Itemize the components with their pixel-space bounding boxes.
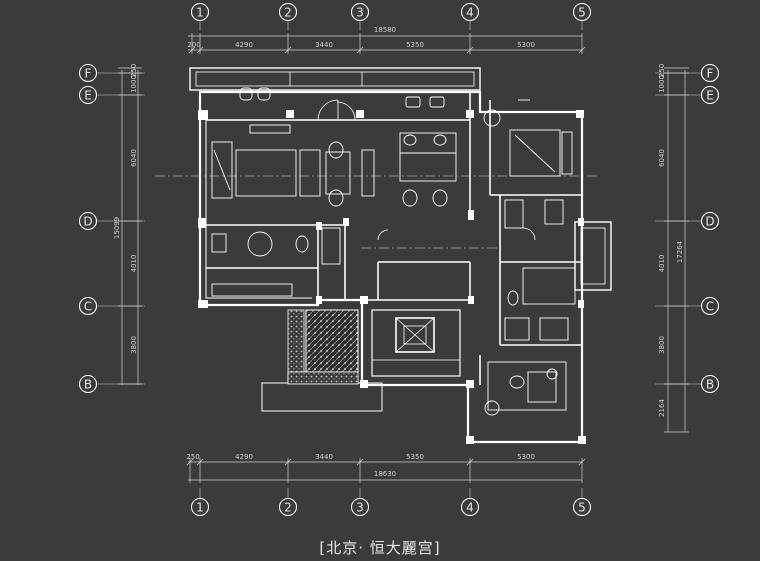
study-furniture (484, 361, 567, 416)
living-room-furniture (211, 124, 375, 207)
column (360, 380, 368, 388)
dim-bottom-total: 18630 (374, 470, 396, 478)
grid-bubble-row-C (700, 296, 720, 316)
gravel-strip-bottom (287, 371, 359, 385)
grid-label-col: 3 (356, 6, 364, 20)
bedroom-furniture (483, 99, 573, 177)
dim-bottom-1: 4290 (235, 453, 253, 461)
dim-top-4: 5300 (517, 41, 535, 49)
column (356, 110, 364, 118)
grid-bubble-col-5 (572, 497, 592, 517)
grid-label-col: 5 (578, 501, 586, 515)
dim-top-total: 18580 (374, 26, 396, 34)
drawing-title: [北京· 恒大麗宫] (319, 539, 441, 557)
column (468, 296, 474, 304)
grid-label-row: F (85, 67, 92, 81)
dim-bottom-0: 250 (186, 453, 199, 461)
dim-left-0: 250 (130, 64, 138, 77)
column (468, 210, 474, 220)
grid-bubble-row-B (78, 374, 98, 394)
column (198, 218, 206, 228)
grid-label-row: B (706, 378, 714, 392)
grid-label-col: 1 (196, 501, 204, 515)
grid-label-row: D (83, 215, 92, 229)
grid-label-col: 2 (284, 501, 292, 515)
elevator-core (371, 309, 461, 377)
stone-paving (305, 309, 359, 373)
grid-label-col: 4 (466, 501, 474, 515)
column (578, 300, 584, 308)
dim-right-5: 2164 (658, 399, 666, 417)
grid-axes (155, 175, 600, 249)
dim-bottom-4: 5300 (517, 453, 535, 461)
dim-right-2: 6040 (658, 149, 666, 167)
dim-top-3: 5350 (406, 41, 424, 49)
grid-bubble-col-1 (190, 497, 210, 517)
grid-bubble-row-F (700, 63, 720, 83)
grid-bubble-row-E (700, 85, 720, 105)
structural-columns (198, 110, 586, 444)
grid-bubble-row-D (78, 211, 98, 231)
bottom-dimensions (186, 458, 586, 483)
dim-left-4: 3800 (130, 336, 138, 354)
dim-left-2: 6040 (130, 149, 138, 167)
column (286, 110, 294, 118)
dim-right-total: 17264 (676, 240, 684, 263)
grid-bubble-row-F (78, 63, 98, 83)
side-dimensions (118, 67, 689, 433)
grid-label-col: 2 (284, 6, 292, 20)
dim-top-1: 4290 (235, 41, 253, 49)
grid-label-row: B (84, 378, 92, 392)
grid-label-row: D (705, 215, 714, 229)
grid-label-row: C (706, 300, 714, 314)
bathroom-fixtures (211, 199, 576, 341)
grid-label-row: C (84, 300, 92, 314)
dim-top-2: 3440 (315, 41, 333, 49)
grid-bubble-col-4 (460, 497, 480, 517)
column (578, 218, 584, 226)
grid-bubble-col-2 (278, 497, 298, 517)
dim-bottom-2: 3440 (315, 453, 333, 461)
column (316, 296, 322, 304)
grid-label-col: 5 (578, 6, 586, 20)
column (343, 218, 349, 226)
grid-label-row: F (707, 67, 714, 81)
top-dimensions (188, 33, 586, 54)
grid-bubble-row-B (700, 374, 720, 394)
exterior-walls (189, 67, 612, 444)
doors (317, 99, 536, 241)
dim-bottom-3: 5350 (406, 453, 424, 461)
dim-left-3: 4010 (130, 255, 138, 273)
dim-left-1: 1000 (130, 75, 138, 93)
grid-label-col: 4 (466, 6, 474, 20)
column (576, 110, 584, 118)
dim-left-total: 15099 (113, 217, 121, 239)
dim-top-0: 200 (187, 41, 200, 49)
column (316, 222, 322, 230)
grid-bubble-col-3 (350, 497, 370, 517)
grid-label-col: 1 (196, 6, 204, 20)
column (198, 300, 208, 308)
dim-right-0: 250 (658, 64, 666, 77)
grid-bubble-row-E (78, 85, 98, 105)
interior-walls (206, 92, 582, 385)
dim-right-1: 1000 (658, 75, 666, 93)
grid-label-row: E (706, 89, 714, 103)
column (198, 110, 208, 120)
column (466, 380, 474, 388)
column (578, 436, 586, 444)
column (360, 296, 368, 304)
grid-label-col: 3 (356, 501, 364, 515)
dim-right-4: 3800 (658, 336, 666, 354)
grid-bubble-row-C (78, 296, 98, 316)
column (466, 110, 474, 118)
grid-label-row: E (84, 89, 92, 103)
dining-furniture (239, 87, 457, 207)
dim-right-3: 4010 (658, 255, 666, 273)
column (466, 436, 474, 444)
gravel-strip (287, 309, 305, 383)
grid-bubble-row-D (700, 211, 720, 231)
